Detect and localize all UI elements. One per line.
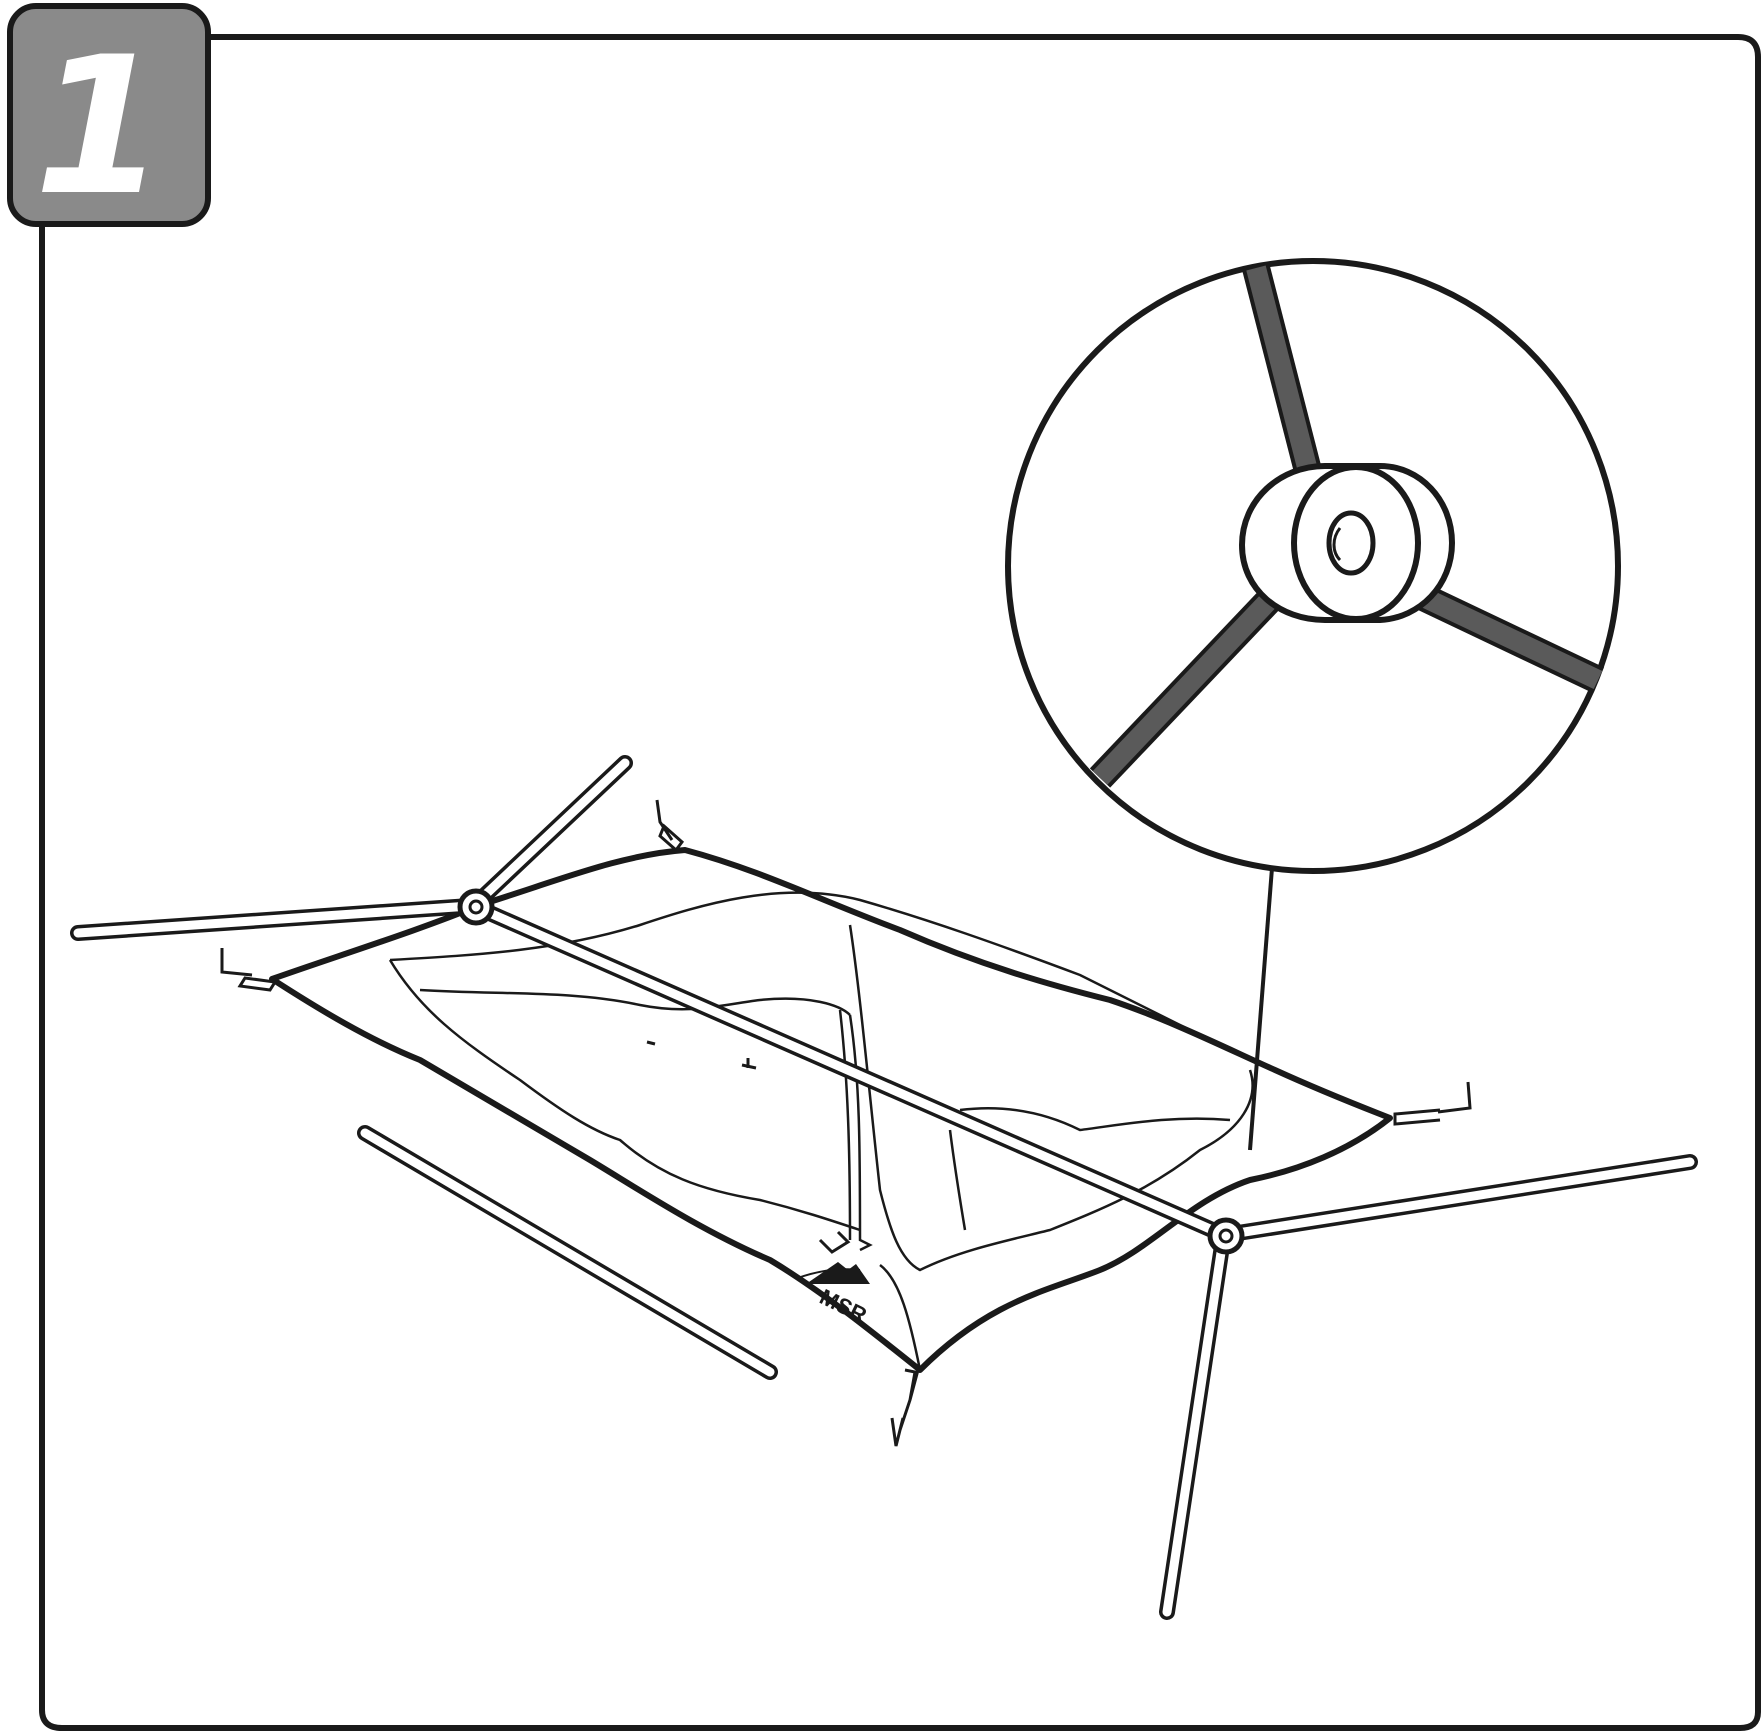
msr-swoosh <box>797 1268 861 1279</box>
tent-corner-seam <box>879 1264 922 1371</box>
msr-mountain-icon <box>806 1262 870 1284</box>
msr-logo: MSR <box>797 1262 871 1328</box>
stake-inner <box>818 1230 851 1254</box>
poles <box>70 755 1698 1620</box>
tent-door-zip <box>838 1009 852 1241</box>
tent-side-seam-3 <box>959 1106 1231 1132</box>
msr-logo-text: MSR <box>816 1284 871 1328</box>
tent-door-panel <box>848 1014 873 1252</box>
stake-bottom <box>890 1368 920 1447</box>
step-number: 1 <box>34 16 166 237</box>
tent-side-seam-2 <box>948 1129 967 1231</box>
stake-top <box>655 799 685 853</box>
detail-hub-hole <box>1326 510 1376 576</box>
stake-right <box>1393 1081 1472 1126</box>
tent-inner-seam-3 <box>419 988 851 1016</box>
hub-detail-magnifier <box>1005 258 1621 874</box>
stake-left <box>220 948 278 992</box>
callout-leader <box>1248 867 1274 1151</box>
tent-inner-seam-2 <box>388 959 861 1232</box>
tent-body <box>269 847 1393 1373</box>
tent-mark <box>646 1040 656 1046</box>
tent-stakes <box>220 799 1472 1447</box>
tent-side-seam <box>848 924 1254 1272</box>
panel-frame <box>39 34 1761 1731</box>
hub-right <box>1207 1217 1245 1255</box>
tent-floor-outline <box>269 847 1393 1373</box>
hub-left <box>457 888 495 926</box>
step-badge: 1 <box>7 3 211 237</box>
